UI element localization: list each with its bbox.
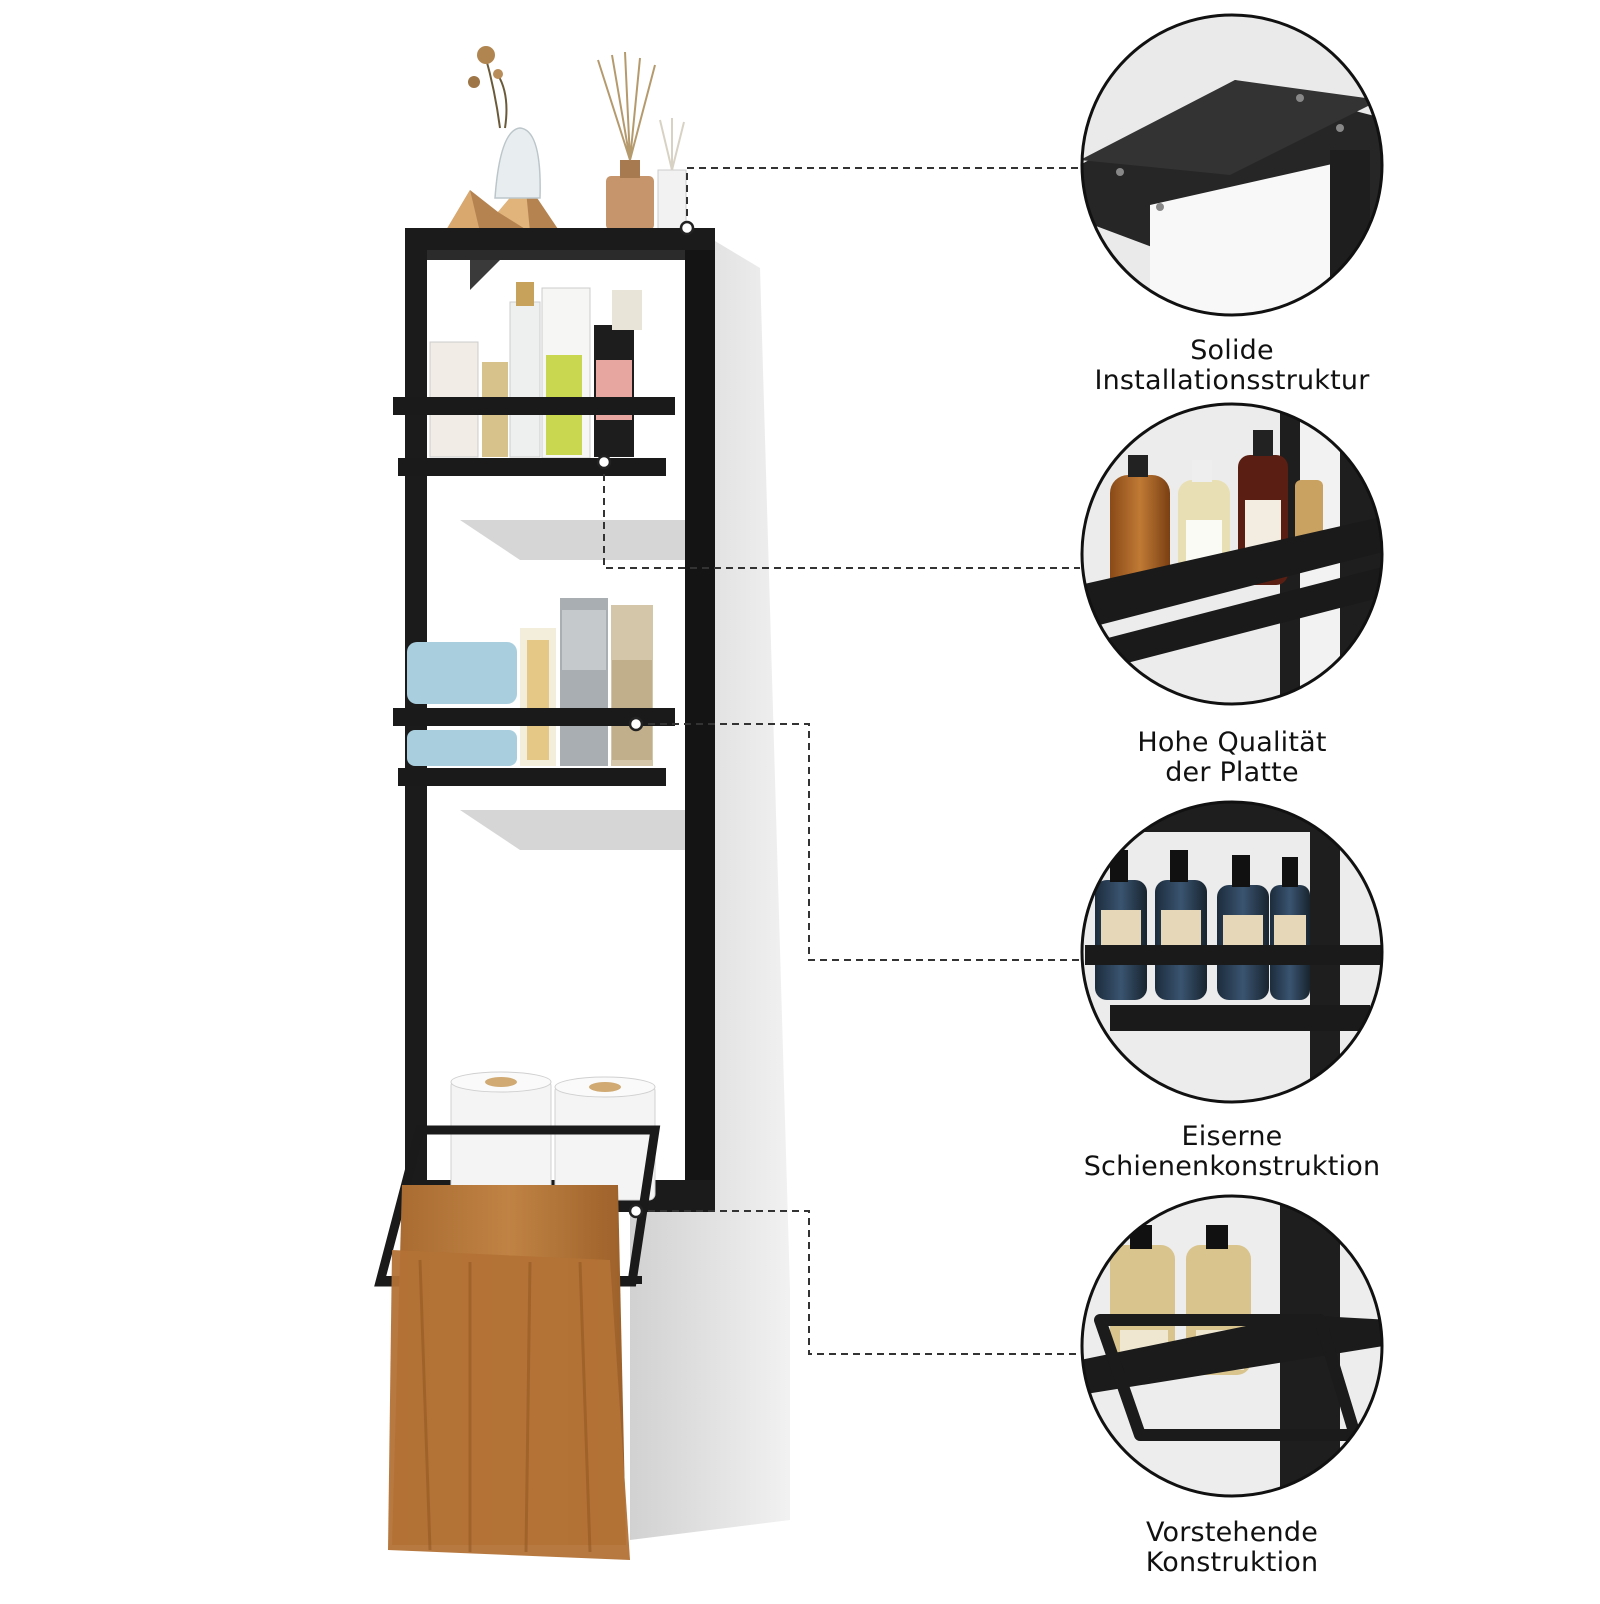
caption-4-line-1: Vorstehende xyxy=(1145,1517,1319,1548)
toilet-rolls xyxy=(450,1071,656,1201)
feature-caption-3: Eiserne Schienenkonstruktion xyxy=(1062,1122,1402,1182)
towel xyxy=(388,1185,630,1560)
detail-circle-projecting-bar xyxy=(1080,1194,1384,1498)
caption-3-line-1: Eiserne xyxy=(1181,1121,1283,1152)
caption-1-line-2: Installationsstruktur xyxy=(1094,365,1370,396)
caption-4-line-2: Konstruktion xyxy=(1145,1547,1319,1578)
caption-2-line-2: der Platte xyxy=(1165,757,1299,788)
detail-circle-top-board xyxy=(1080,13,1384,317)
caption-1-line-1: Solide xyxy=(1190,335,1274,366)
caption-3-line-2: Schienenkonstruktion xyxy=(1083,1151,1381,1182)
caption-2-line-1: Hohe Qualität xyxy=(1137,727,1327,758)
detail-circle-shelf-bottles xyxy=(1080,402,1384,706)
shelf-one xyxy=(393,282,675,476)
top-decor xyxy=(445,46,687,232)
connector-lines xyxy=(603,167,1080,1355)
shelf-two xyxy=(393,598,675,786)
feature-caption-4: Vorstehende Konstruktion xyxy=(1062,1518,1402,1578)
connector-dots xyxy=(596,220,695,1219)
detail-circle-rail-dispensers xyxy=(1080,800,1384,1104)
feature-caption-2: Hohe Qualität der Platte xyxy=(1062,728,1402,788)
feature-caption-1: Solide Installationsstruktur xyxy=(1062,336,1402,396)
